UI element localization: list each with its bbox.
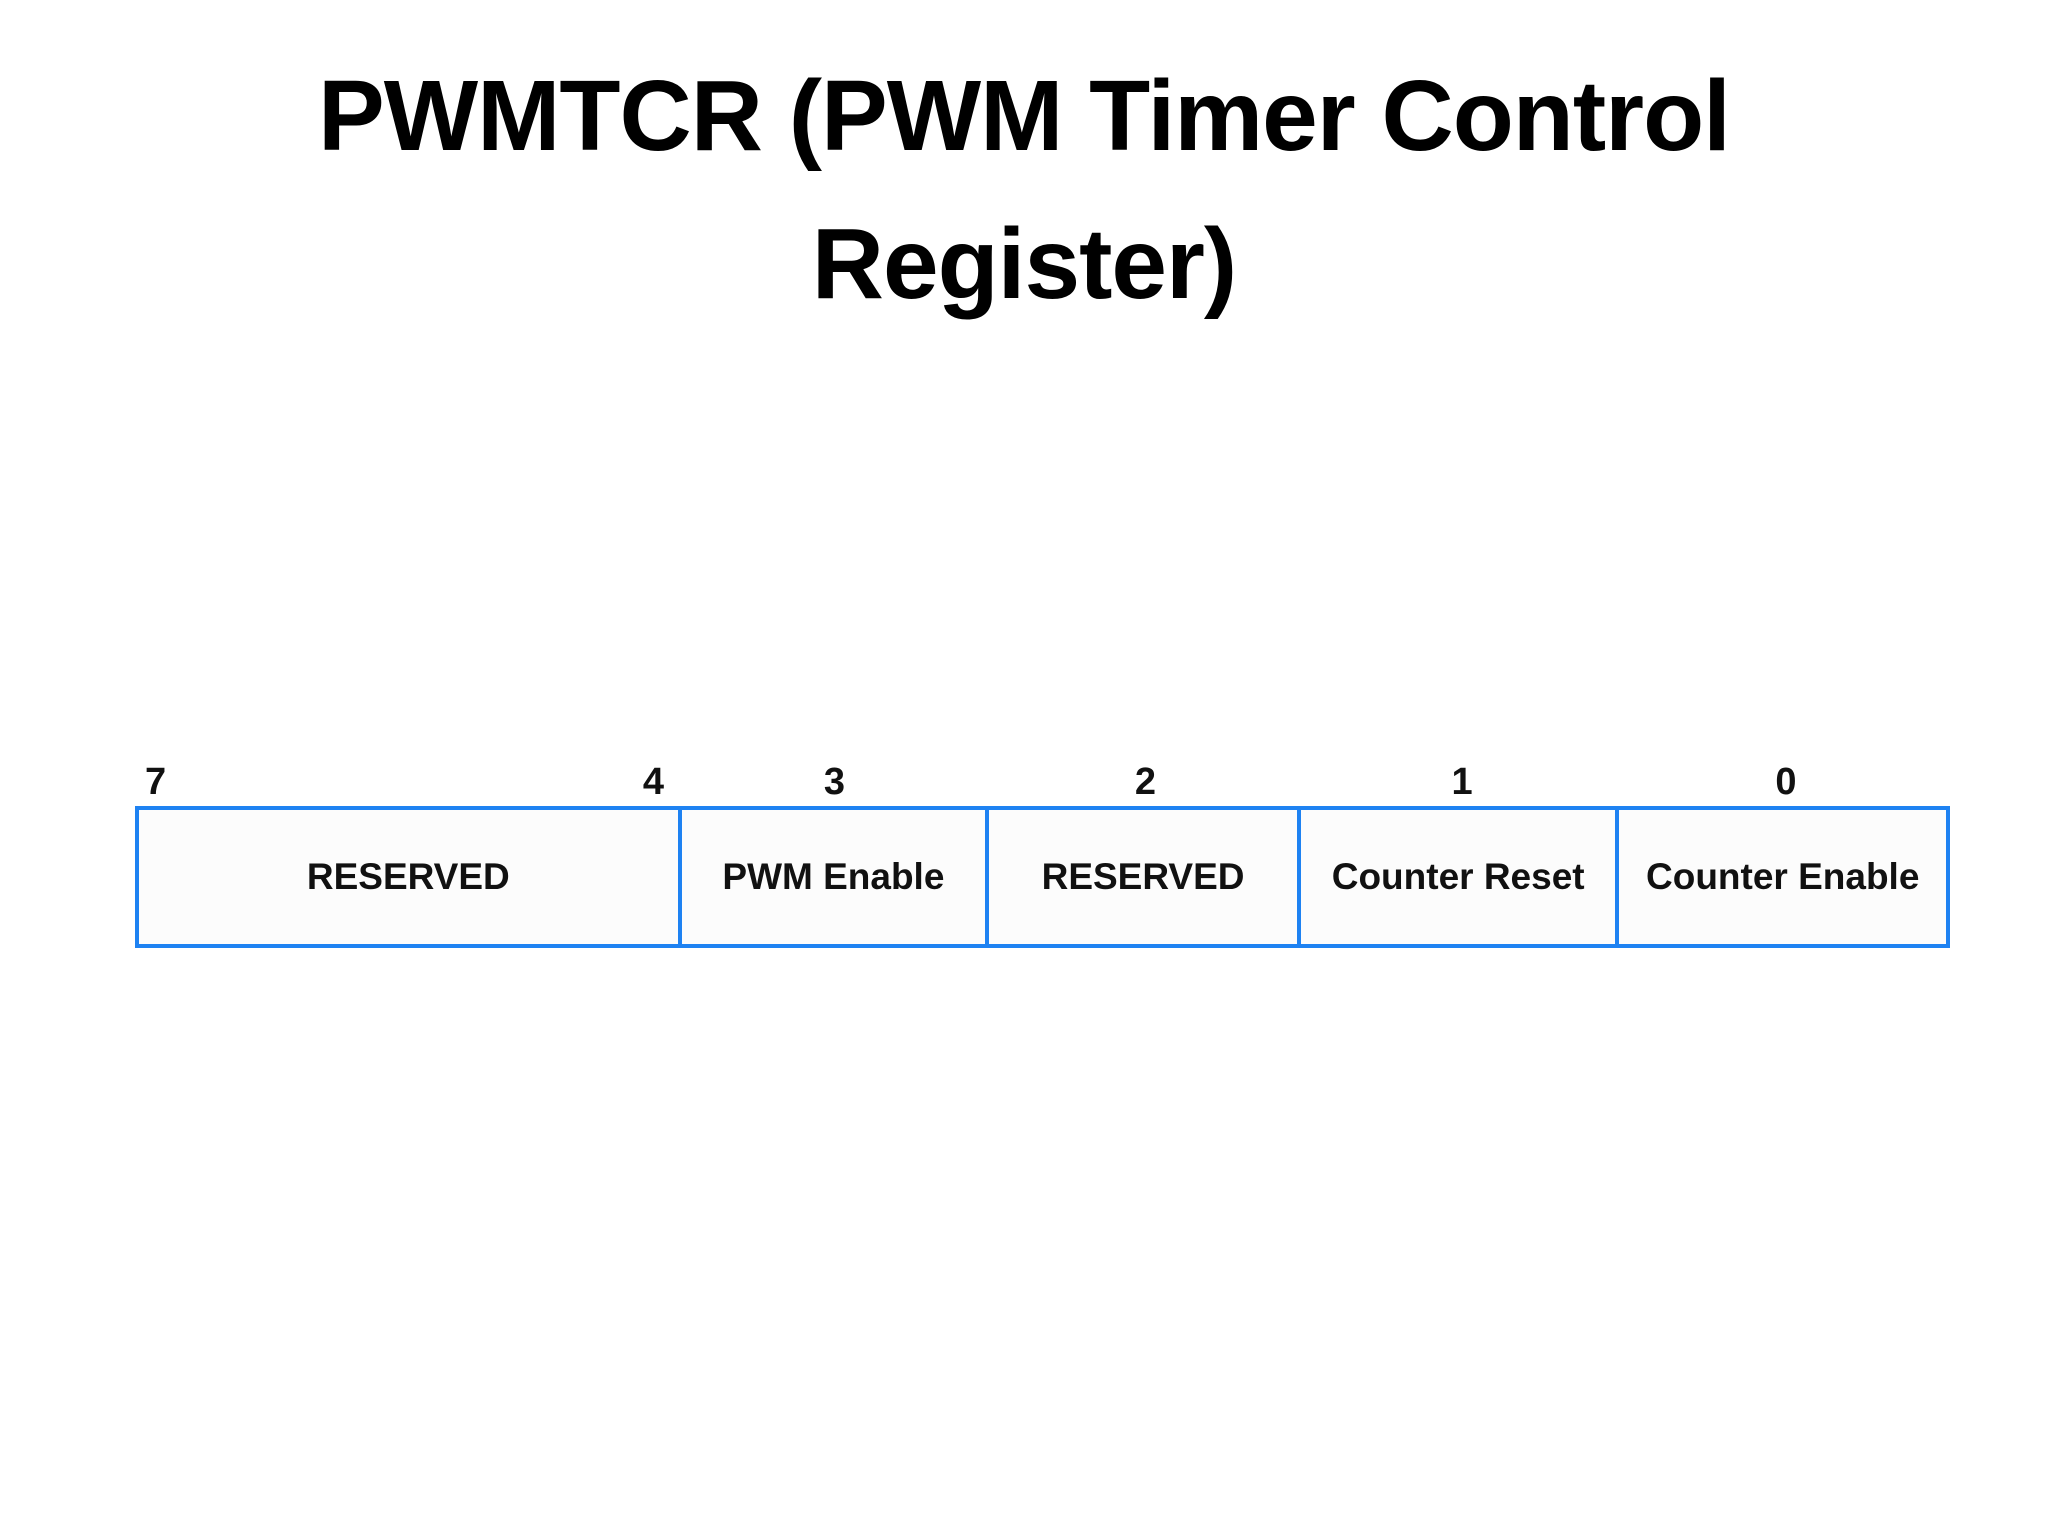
page-title-line2: Register) [811, 208, 1237, 320]
register-field-label: RESERVED [306, 856, 510, 897]
bit-number: 3 [823, 761, 846, 803]
bit-number-cell: 0 [1622, 760, 1950, 806]
bit-number: 2 [1134, 761, 1157, 803]
register-field-label: PWM Enable [722, 856, 945, 897]
bit-number-cell: 3 [680, 760, 989, 806]
register-field-3: Counter Reset [1300, 810, 1620, 944]
register-field-1: PWM Enable [681, 810, 990, 944]
page-title-line1: PWMTCR (PWM Timer Control [318, 60, 1731, 172]
bit-number-cell: 1 [1302, 760, 1622, 806]
bit-number: 0 [1775, 761, 1797, 803]
register-table: RESERVED PWM Enable RESERVED Counter Reset C… [135, 806, 1950, 948]
register-field-label: RESERVED [1041, 856, 1245, 897]
register-field-label: Counter Enable [1646, 856, 1920, 897]
register-field-4: Counter Enable [1619, 810, 1946, 944]
register-field-label: Counter Reset [1331, 856, 1585, 897]
bit-number: 1 [1451, 761, 1473, 803]
bit-number: 7 [145, 761, 167, 803]
page-title: PWMTCR (PWM Timer Control Register) [0, 42, 2048, 338]
register-field-0: RESERVED [139, 810, 682, 944]
bit-number-cell: 2 [989, 760, 1302, 806]
register-field-2: RESERVED [989, 810, 1301, 944]
bit-number: 4 [642, 761, 665, 803]
